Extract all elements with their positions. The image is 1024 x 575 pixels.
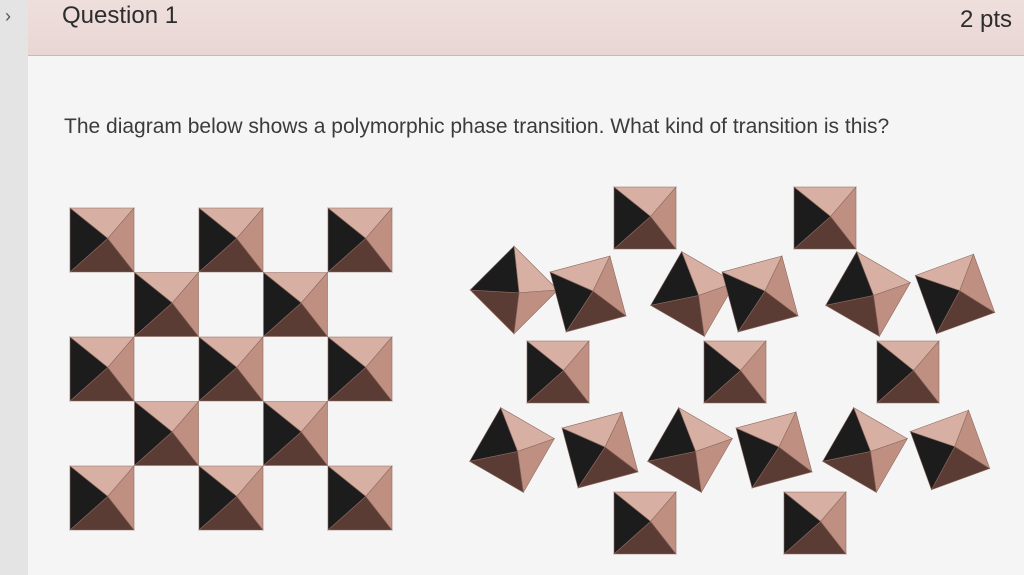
octahedron-tile	[876, 340, 940, 404]
octahedron-tile	[613, 491, 677, 555]
octahedron-tile	[262, 400, 329, 467]
octahedron-tile	[914, 253, 996, 335]
question-title: Question 1	[62, 2, 179, 29]
octahedron-tile	[909, 409, 991, 491]
octahedron-tile	[327, 207, 393, 273]
octahedron-tile	[549, 255, 627, 333]
octahedron-tile	[735, 411, 813, 489]
octahedron-tile	[133, 271, 200, 338]
octahedron-tile	[526, 340, 590, 404]
hexagonal-lattice-structure	[468, 186, 996, 555]
octahedron-tile	[721, 255, 799, 333]
octahedron-tile	[133, 400, 200, 467]
octahedron-tile	[561, 411, 639, 489]
square-lattice-structure	[69, 207, 393, 531]
points-label: 2 pts	[959, 6, 1012, 33]
octahedron-tile	[824, 250, 912, 338]
octahedron-tile	[646, 406, 734, 494]
octahedron-tile	[468, 406, 556, 494]
octahedron-tile	[198, 465, 264, 531]
octahedron-tile	[469, 245, 559, 335]
octahedron-tile	[262, 271, 329, 338]
octahedron-tile	[327, 336, 393, 402]
octahedron-tile	[821, 406, 909, 494]
chevron-right-icon[interactable]: ›	[5, 6, 11, 26]
octahedron-tile	[793, 186, 857, 250]
octahedron-tile	[783, 491, 847, 555]
question-header: Question 1 2 pts	[28, 0, 1024, 56]
octahedron-tile	[613, 186, 677, 250]
octahedron-tile	[703, 340, 767, 404]
octahedron-tile	[198, 336, 264, 402]
octahedron-tile	[327, 465, 393, 531]
octahedron-tile	[649, 250, 737, 338]
octahedron-tile	[69, 207, 135, 273]
octahedron-tile	[69, 336, 135, 402]
octahedron-tile	[198, 207, 264, 273]
octahedron-tile	[69, 465, 135, 531]
question-text: The diagram below shows a polymorphic ph…	[64, 115, 890, 138]
